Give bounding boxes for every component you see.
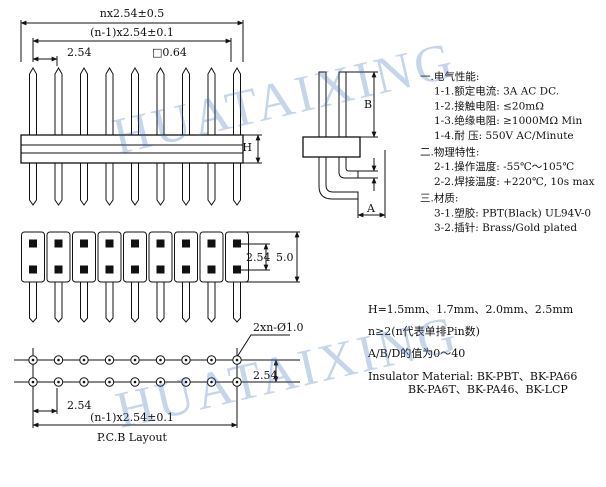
pin-size-label: □0.64 — [152, 46, 187, 59]
pcb-hole-center — [235, 380, 239, 384]
front-view — [20, 20, 262, 164]
side-view — [302, 71, 386, 218]
front-pin — [207, 67, 216, 206]
spec-title-material: 三.材质: — [420, 192, 458, 205]
pcb-hole-center — [31, 380, 35, 384]
front-pin — [182, 67, 190, 206]
front-pin — [105, 67, 114, 206]
pcb-hole-center — [210, 380, 213, 384]
front-pin — [29, 67, 37, 206]
pcb-hole-center — [57, 358, 60, 362]
bottom-pitch-label: 2.54 — [246, 251, 271, 264]
pitch-dim-label: 2.54 — [67, 46, 92, 59]
pcb-hole-center — [108, 380, 111, 384]
pcb-hole-center — [57, 380, 60, 384]
bottom-pin-bodies — [21, 231, 249, 323]
span-dim-label: (n-1)x2.54±0.1 — [90, 26, 174, 39]
pcb-hole-center — [31, 358, 35, 362]
front-pin — [233, 67, 241, 206]
front-pin — [131, 67, 139, 206]
n-rule-note: n≥2(n代表单排Pin数) — [368, 324, 480, 338]
spec-contact-resistance: 1-2.接触电阻: ≤20mΩ — [434, 99, 544, 112]
overall-dim-label: nx2.54±0.5 — [100, 7, 165, 20]
abd-range-note: A/B/D的值为0～40 — [367, 346, 465, 360]
bottom-pin-body — [72, 231, 96, 323]
pcb-row-pitch-label: 2.54 — [253, 369, 278, 382]
bottom-pin-body — [21, 231, 45, 323]
pcb-hole-center — [133, 380, 137, 384]
h-options-note: H=1.5mm、1.7mm、2.0mm、2.5mm — [368, 303, 574, 316]
pcb-col-pitch-label: 2.54 — [67, 399, 92, 412]
spec-title-physical: 二.物理特性: — [420, 146, 479, 159]
front-pin — [54, 67, 63, 206]
pcb-hole-center — [82, 380, 86, 384]
front-pin — [156, 67, 165, 206]
bottom-pin-body — [123, 231, 147, 323]
pcb-hole-center — [210, 358, 213, 362]
pcb-hole-center — [82, 358, 86, 362]
insulator-note-2: BK-PA6T、BK-PA46、BK-LCP — [408, 383, 568, 396]
pcb-hole-center — [159, 380, 162, 384]
bottom-pin-body — [199, 231, 224, 323]
spec-solder-temp: 2-2.焊接温度: +220℃, 10s max — [434, 175, 595, 188]
pcb-holes — [28, 355, 242, 387]
pcb-hole-center — [184, 358, 188, 362]
bottom-pin-body — [174, 231, 198, 323]
hole-callout-label: 2xn-Ø1.0 — [253, 321, 304, 334]
height-label: H — [242, 141, 252, 154]
bottom-pin-body — [97, 231, 122, 323]
pcb-hole-center — [184, 380, 188, 384]
pcb-hole-center — [108, 358, 111, 362]
spec-current: 1-1.额定电流: 3A AC DC. — [434, 85, 559, 98]
pcb-caption: P.C.B Layout — [97, 431, 168, 444]
spec-list: 一.电气性能: 1-1.额定电流: 3A AC DC.1-2.接触电阻: ≤20m… — [420, 70, 595, 234]
side-housing — [302, 136, 361, 158]
front-pin — [80, 67, 88, 206]
spec-plastic: 3-1.塑胶: PBT(Black) UL94V-0 — [434, 206, 591, 219]
hole-callout-leader — [236, 334, 290, 358]
spec-title-electrical: 一.电气性能: — [420, 70, 479, 83]
pcb-hole-center — [133, 358, 137, 362]
pcb-hole-center — [235, 358, 239, 362]
spec-insulation: 1-3.绝缘电阻: ≥1000MΩ Min — [434, 114, 583, 127]
spec-withstand: 1-4.耐 压: 550V AC/Minute — [434, 129, 574, 142]
bottom-overall-label: 5.0 — [276, 251, 294, 264]
bottom-view — [236, 231, 300, 283]
pcb-span-label: (n-1)x2.54±0.1 — [90, 411, 174, 424]
b-dim-label: B — [364, 98, 372, 111]
spec-operating-temp: 2-1.操作温度: -55℃～105℃ — [434, 160, 574, 173]
bottom-pin-body — [148, 231, 173, 323]
insulator-note-1: Insulator Material: BK-PBT、BK-PA66 — [368, 370, 577, 383]
spec-pin: 3-2.插针: Brass/Gold plated — [434, 221, 577, 234]
bottom-pin-body — [225, 231, 249, 323]
a-dim-label: A — [366, 202, 376, 215]
bottom-pin-body — [46, 231, 71, 323]
pcb-hole-center — [159, 358, 162, 362]
front-pins — [29, 67, 241, 206]
